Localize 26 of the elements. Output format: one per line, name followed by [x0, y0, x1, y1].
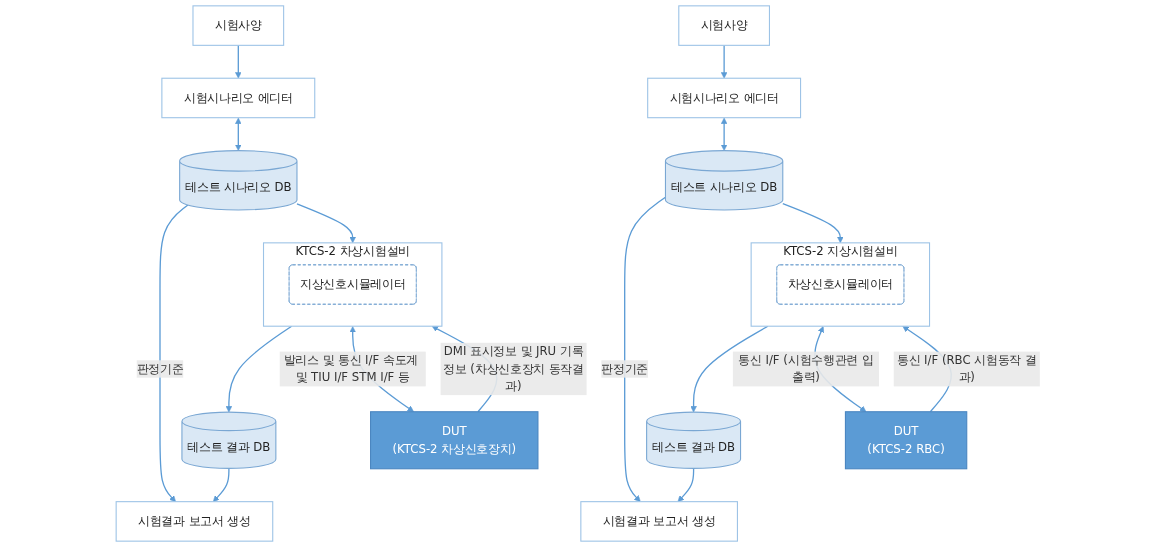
node-box: 시험사양	[678, 5, 770, 46]
node-box: 시험시나리오 에디터	[161, 77, 316, 119]
arrow	[624, 196, 667, 502]
node-box: 시험사양	[192, 5, 285, 46]
arrow	[235, 117, 242, 151]
arrow	[296, 203, 356, 244]
arrow	[159, 204, 189, 502]
arrow	[677, 467, 695, 502]
node-box: 시험결과 보고서 생성	[580, 501, 738, 542]
node-box: DUT (KTCS-2 차상신호장치)	[370, 411, 539, 470]
node-box: DUT (KTCS-2 RBC)	[844, 411, 968, 470]
edge-label: DMI 표시정보 및 JRU 기록정보 (차상신호장치 동작결과)	[443, 344, 584, 394]
arrow	[225, 325, 293, 413]
edge-label: 발리스 및 통신 I/F 속도계 및 TIU I/F STM I/F 등	[283, 352, 418, 385]
arrow	[720, 117, 728, 151]
arrow	[212, 467, 230, 502]
edge-label: 통신 I/F (RBC 시험동작 결과)	[896, 352, 1037, 385]
arrow	[720, 44, 728, 79]
node-box: 시험시나리오 에디터	[647, 77, 802, 119]
edge-label: 통신 I/F (시험수행관련 입출력)	[738, 352, 874, 385]
arrow	[782, 202, 844, 244]
edge-label: 판정기준	[601, 361, 649, 376]
arrow	[235, 44, 242, 79]
node-box: 시험결과 보고서 생성	[115, 501, 274, 542]
arrow	[690, 325, 769, 413]
edge-label: 판정기준	[136, 361, 184, 376]
